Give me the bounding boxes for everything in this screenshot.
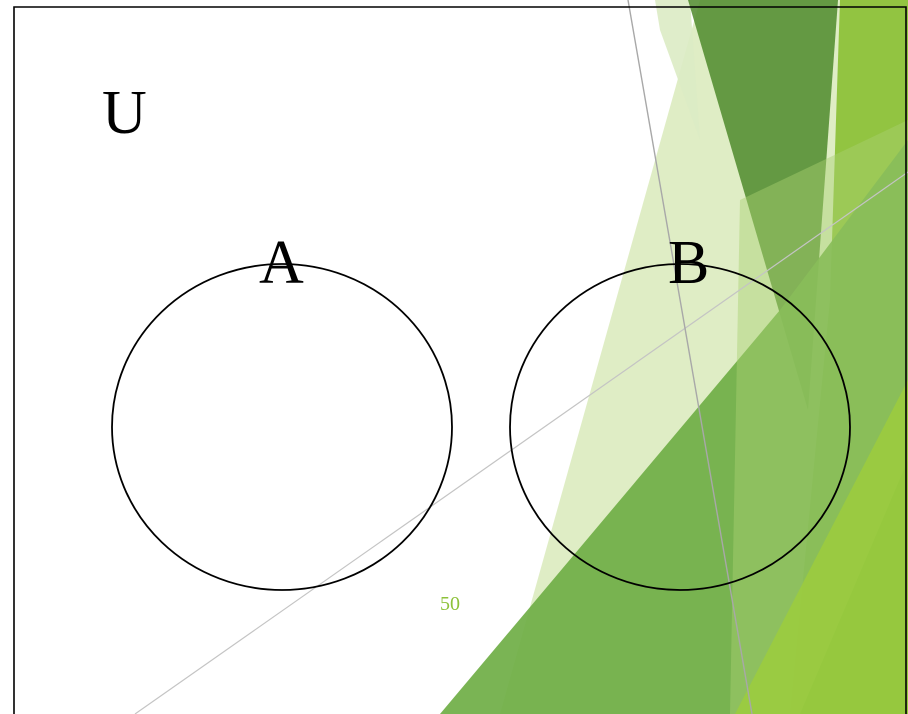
page-number: 50 (440, 593, 460, 615)
facet-mid-translucent (730, 120, 908, 714)
facet-light-strip (655, 0, 700, 140)
universe-label: U (102, 79, 147, 147)
steep-guide-line (627, 0, 753, 714)
set-b-label: B (668, 229, 710, 297)
set-b-circle (509, 263, 851, 591)
slide-frame (13, 6, 907, 714)
set-a-circle (111, 263, 453, 591)
set-a-label: A (259, 229, 304, 297)
facet-lime-bottom (735, 380, 908, 714)
facet-mid-green (440, 140, 908, 714)
diagonal-guide-line (134, 171, 908, 714)
decorative-facets (440, 0, 908, 714)
